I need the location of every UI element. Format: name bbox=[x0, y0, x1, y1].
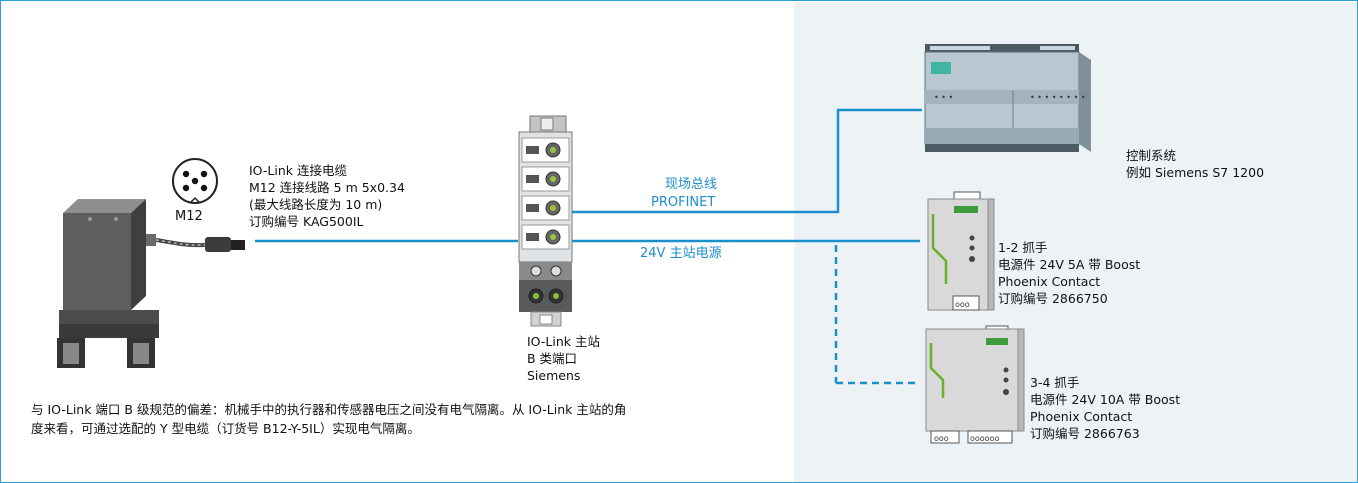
io-link-cable bbox=[155, 237, 245, 252]
io-link-master-device bbox=[518, 115, 573, 327]
plc-controller-device: • • • • • • • • • • • bbox=[924, 44, 1091, 152]
note-line: 与 IO-Link 端口 B 级规范的偏差：机械手中的执行器和传感器电压之间没有… bbox=[31, 402, 627, 417]
master-power-label: 24V 主站电源 bbox=[640, 246, 722, 261]
power-supply-1-device: ooo bbox=[927, 191, 995, 311]
svg-text:• • •: • • • bbox=[934, 93, 953, 102]
cable-line: M12 连接线路 5 m 5x0.34 bbox=[249, 180, 405, 195]
controller-line: 控制系统 bbox=[1126, 148, 1177, 163]
psu1-line: 电源件 24V 5A 带 Boost bbox=[998, 257, 1141, 272]
note-line: 度来看，可通过选配的 Y 型电缆（订货号 B12-Y-5IL）实现电气隔离。 bbox=[31, 421, 420, 436]
cable-line: (最大线路长度为 10 m) bbox=[249, 197, 383, 212]
m12-connector-label: M12 bbox=[175, 209, 203, 224]
psu1-line: 订购编号 2866750 bbox=[998, 291, 1108, 306]
power-supply-2-device: ooo oooooo bbox=[925, 325, 1025, 444]
master-line: Siemens bbox=[527, 368, 581, 383]
m12-connector-icon bbox=[172, 158, 218, 204]
psu1-line: 1-2 抓手 bbox=[998, 240, 1048, 255]
psu2-line: Phoenix Contact bbox=[1030, 409, 1133, 424]
svg-text:• • • • • • • •: • • • • • • • • bbox=[1030, 93, 1086, 102]
svg-text:oooooo: oooooo bbox=[970, 434, 999, 443]
svg-text:ooo: ooo bbox=[955, 300, 970, 309]
fieldbus-label: 现场总线 bbox=[665, 177, 718, 192]
psu2-line: 订购编号 2866763 bbox=[1030, 426, 1140, 441]
svg-text:ooo: ooo bbox=[934, 434, 949, 443]
psu2-line: 电源件 24V 10A 带 Boost bbox=[1030, 392, 1181, 407]
cable-line: IO-Link 连接电缆 bbox=[249, 163, 347, 178]
psu1-line: Phoenix Contact bbox=[998, 274, 1101, 289]
profinet-label: PROFINET bbox=[651, 195, 716, 210]
psu2-line: 3-4 抓手 bbox=[1030, 375, 1080, 390]
connection-lines bbox=[255, 108, 922, 385]
master-line: B 类端口 bbox=[527, 351, 578, 366]
gripper-device bbox=[57, 199, 159, 368]
cable-line: 订购编号 KAG500IL bbox=[249, 214, 364, 229]
controller-line: 例如 Siemens S7 1200 bbox=[1126, 165, 1265, 180]
master-line: IO-Link 主站 bbox=[527, 334, 600, 349]
